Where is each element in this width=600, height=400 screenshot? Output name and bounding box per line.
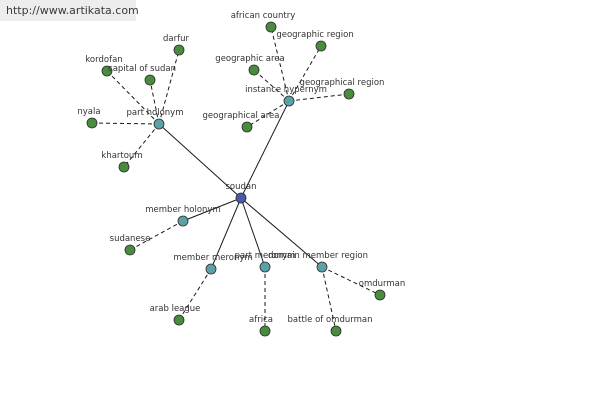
relation-node-member-meronym[interactable] bbox=[205, 263, 217, 275]
relation-label-member-meronym: member meronym bbox=[173, 253, 252, 263]
leaf-label-african-country: african country bbox=[231, 11, 296, 21]
edge-part-holonym-darfur bbox=[158, 49, 180, 125]
nodes-layer bbox=[86, 21, 386, 337]
source-link[interactable]: http://www.artikata.com bbox=[0, 0, 139, 21]
edge-member-holonym-sudanese bbox=[129, 220, 184, 251]
relation-node-part-holonym[interactable] bbox=[153, 118, 165, 130]
leaf-node-battle-of-omdurman[interactable] bbox=[330, 325, 342, 337]
leaf-label-africa: africa bbox=[249, 315, 273, 325]
leaf-node-omdurman[interactable] bbox=[374, 289, 386, 301]
relation-label-member-holonym: member holonym bbox=[145, 205, 220, 215]
leaf-node-geographic-area[interactable] bbox=[248, 64, 260, 76]
edge-member-meronym-arab-league bbox=[178, 268, 212, 321]
leaf-node-geographical-region[interactable] bbox=[343, 88, 355, 100]
leaf-label-geographical-region: geographical region bbox=[300, 78, 385, 88]
leaf-node-sudanese[interactable] bbox=[124, 244, 136, 256]
leaf-label-kordofan: kordofan bbox=[85, 55, 122, 65]
leaf-node-arab-league[interactable] bbox=[173, 314, 185, 326]
leaf-label-battle-of-omdurman: battle of omdurman bbox=[288, 315, 373, 325]
edge-soudan-member-holonym bbox=[182, 197, 242, 222]
edges-layer bbox=[91, 26, 381, 332]
edge-soudan-part-meronym bbox=[240, 197, 266, 268]
relation-node-member-holonym[interactable] bbox=[177, 215, 189, 227]
edge-part-holonym-khartoum bbox=[123, 123, 160, 168]
edge-part-holonym-capital-of-sudan bbox=[149, 79, 160, 125]
edge-instance-hypernym-geographic-area bbox=[253, 69, 290, 102]
leaf-node-africa[interactable] bbox=[259, 325, 271, 337]
leaf-label-geographic-area: geographic area bbox=[215, 54, 284, 64]
relation-label-part-meronym: part meronym bbox=[235, 251, 296, 261]
leaf-label-omdurman: omdurman bbox=[359, 279, 405, 289]
leaf-node-nyala[interactable] bbox=[86, 117, 98, 129]
leaf-node-geographical-area[interactable] bbox=[241, 121, 253, 133]
leaf-label-khartoum: khartoum bbox=[101, 151, 142, 161]
center-label-soudan: soudan bbox=[225, 182, 256, 192]
leaf-label-geographic-region: geographic region bbox=[276, 30, 353, 40]
leaf-node-african-country[interactable] bbox=[265, 21, 277, 33]
relation-node-domain-member-region[interactable] bbox=[316, 261, 328, 273]
leaf-label-geographical-area: geographical area bbox=[203, 111, 280, 121]
relation-node-part-meronym[interactable] bbox=[259, 261, 271, 273]
edge-instance-hypernym-geographic-region bbox=[288, 45, 322, 102]
leaf-label-sudanese: sudanese bbox=[110, 234, 151, 244]
edge-instance-hypernym-geographical-area bbox=[246, 100, 290, 128]
edge-soudan-part-holonym bbox=[158, 123, 242, 199]
relation-node-instance-hypernym[interactable] bbox=[283, 95, 295, 107]
edge-domain-member-region-battle-of-omdurman bbox=[321, 266, 337, 332]
edge-instance-hypernym-african-country bbox=[270, 26, 290, 102]
leaf-node-capital-of-sudan[interactable] bbox=[144, 74, 156, 86]
edge-part-holonym-nyala bbox=[91, 122, 160, 125]
relation-label-instance-hypernym: instance hypernym bbox=[245, 85, 327, 95]
edge-domain-member-region-omdurman bbox=[321, 266, 381, 296]
leaf-label-capital-of-sudan: capital of sudan bbox=[108, 64, 176, 74]
edge-soudan-instance-hypernym bbox=[240, 100, 290, 199]
leaf-label-arab-league: arab league bbox=[150, 304, 201, 314]
leaf-node-kordofan[interactable] bbox=[101, 65, 113, 77]
leaf-node-khartoum[interactable] bbox=[118, 161, 130, 173]
relation-label-domain-member-region: domain member region bbox=[268, 251, 368, 261]
leaf-label-darfur: darfur bbox=[163, 34, 189, 44]
edge-instance-hypernym-geographical-region bbox=[288, 93, 350, 102]
leaf-node-geographic-region[interactable] bbox=[315, 40, 327, 52]
edge-soudan-member-meronym bbox=[210, 197, 242, 270]
leaf-label-nyala: nyala bbox=[77, 107, 100, 117]
edge-soudan-domain-member-region bbox=[240, 197, 323, 268]
leaf-node-darfur[interactable] bbox=[173, 44, 185, 56]
center-node-soudan[interactable] bbox=[235, 192, 247, 204]
relation-label-part-holonym: part holonym bbox=[127, 108, 184, 118]
edge-part-holonym-kordofan bbox=[106, 70, 160, 125]
